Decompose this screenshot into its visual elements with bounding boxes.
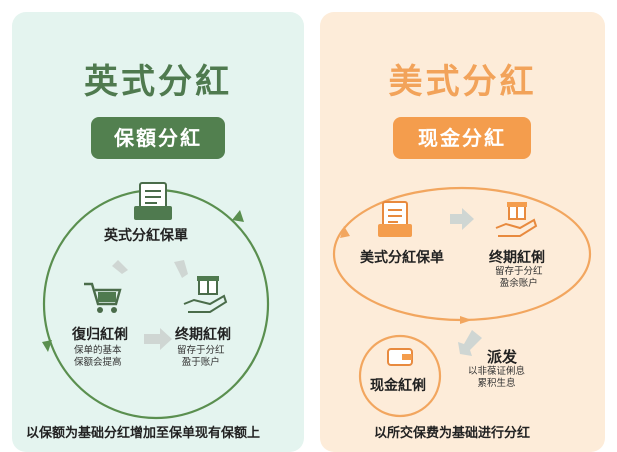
british-cycle-diagram [42, 182, 270, 420]
british-dividend-panel: 英式分紅 保額分紅 [12, 12, 304, 452]
american-dividend-title: 美式分紅 [388, 62, 537, 102]
american-terminal-bonus-label: 终期紅俐 [489, 250, 545, 266]
american-policy-label: 美式分紅保单 [360, 250, 444, 266]
british-footer-note: 以保额为基础分红增加至保单现有保额上 [26, 426, 261, 441]
arrow-to-reversionary [112, 260, 128, 274]
british-terminal-bonus-label: 终期紅俐 [175, 327, 231, 343]
dispatch-desc: 以非葆证俐息 累积生息 [468, 366, 526, 389]
american-terminal-desc: 留存于分红 盈余账户 [495, 266, 543, 289]
gift-hand-icon [495, 202, 538, 237]
arrow-policy-to-terminal [450, 208, 474, 230]
arrow-to-terminal [174, 260, 188, 278]
dispatch-label: 派发 [487, 348, 518, 366]
wallet-icon [387, 348, 413, 366]
ellipse-arrowhead-left [340, 226, 350, 238]
ring-arrowhead-left [42, 340, 52, 352]
ellipse-arrowhead-bottom [460, 316, 472, 324]
cash-bonus-label: 现金紅俐 [370, 378, 426, 394]
british-policy-label: 英式分紅保單 [104, 228, 188, 244]
american-flow-diagram [332, 186, 592, 418]
british-terminal-desc: 留存于分红 盈于账户 [177, 345, 225, 368]
gift-hand-icon [183, 276, 228, 313]
shopping-cart-icon [84, 282, 122, 313]
document-tray-icon [134, 182, 172, 220]
american-footer-note: 以所交保费为基础进行分红 [374, 426, 531, 441]
american-dividend-panel: 美式分紅 现金分紅 美 [320, 12, 605, 452]
arrow-reversionary-to-terminal [144, 328, 172, 350]
ring-arrowhead-right [232, 210, 244, 222]
arrow-to-cash-bonus [458, 330, 482, 356]
reversionary-desc: 保单的基本 保额会提高 [74, 345, 122, 368]
document-tray-icon [378, 201, 412, 237]
cash-bonus-circle [358, 334, 442, 418]
reversionary-bonus-label: 復归紅俐 [72, 327, 128, 343]
american-dividend-subtitle: 现金分紅 [393, 117, 531, 159]
british-dividend-title: 英式分紅 [84, 62, 232, 102]
british-dividend-subtitle: 保額分紅 [91, 117, 225, 159]
